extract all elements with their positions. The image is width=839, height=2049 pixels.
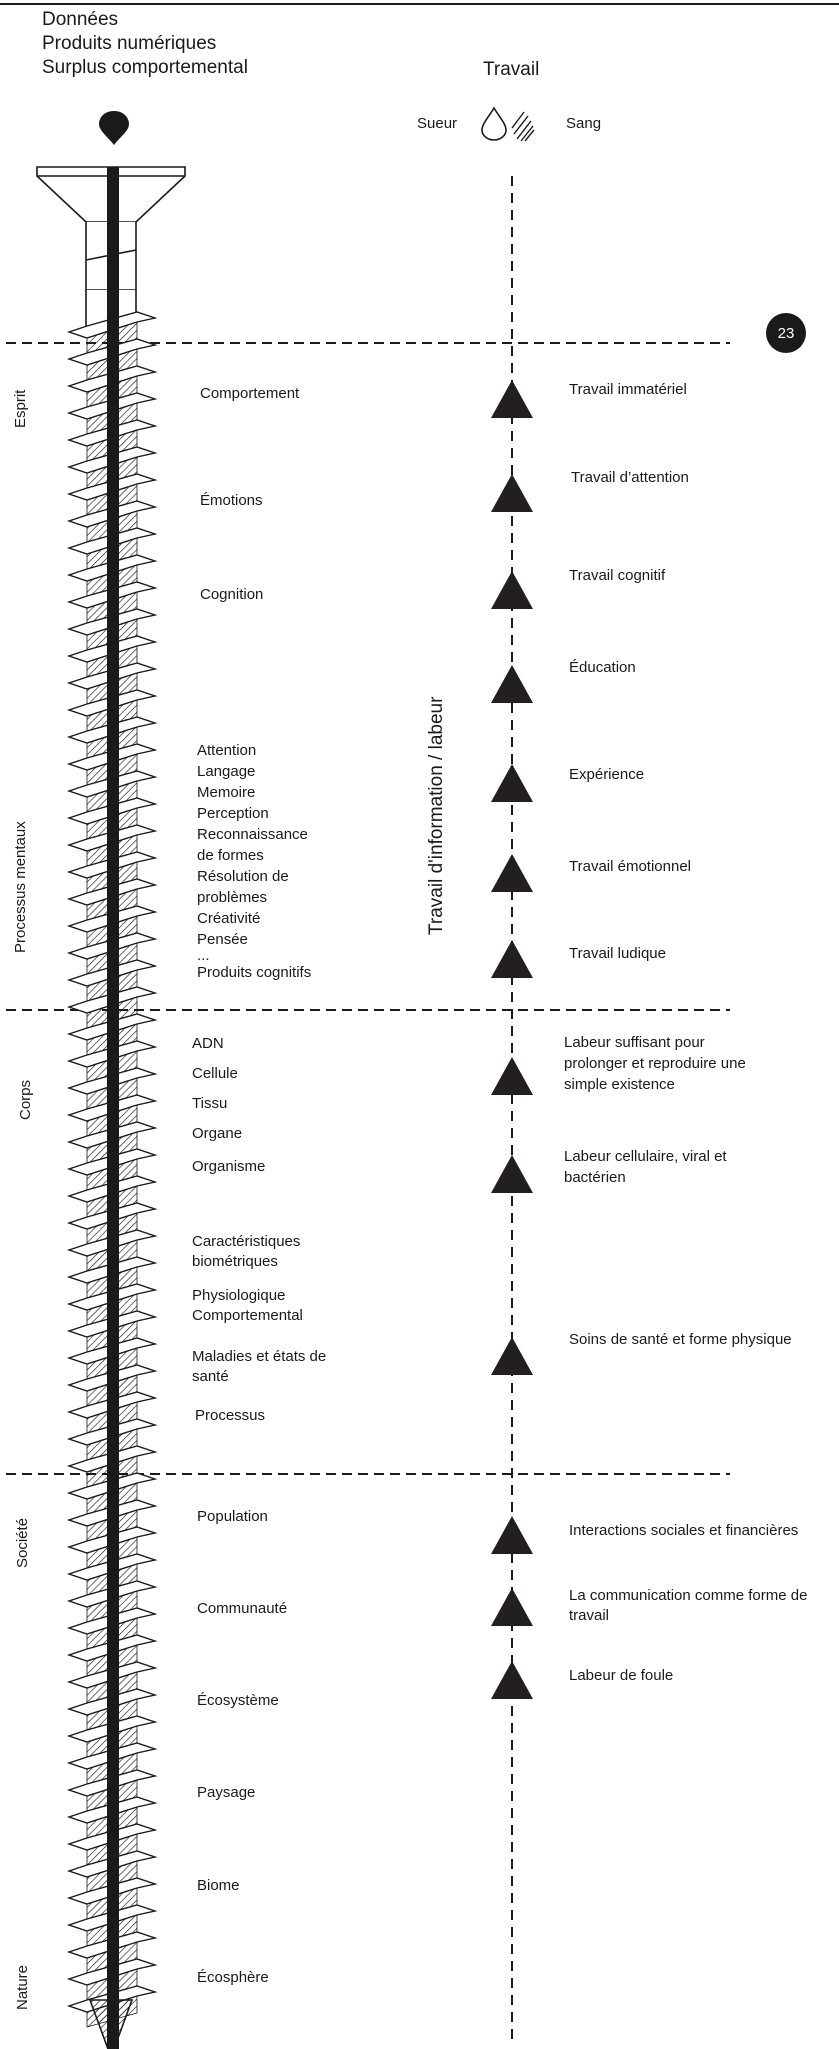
labour-immateriel: Travail immatériel [569,381,687,398]
item-reconnaissance: Reconnaissance [197,826,308,843]
item-biome: Biome [197,1877,240,1894]
item-ecosphere: Écosphère [197,1969,269,1986]
labour-triangle-6 [491,940,533,978]
label-sueur: Sueur [417,115,458,132]
section-societe: Société [14,1517,31,1568]
item-communaute: Communauté [197,1600,288,1617]
page-number-badge: 23 [766,313,806,353]
labour-markers [491,380,533,1699]
labour-cognitif: Travail cognitif [569,567,666,584]
item-ellipsis: ... [197,947,210,964]
drop-icon [481,106,507,141]
item-creativite: Créativité [197,910,261,927]
item-pensee: Pensée [197,931,248,948]
labour-interactions: Interactions sociales et financières [569,1522,799,1539]
section-esprit: Esprit [12,389,29,428]
labour-emotionnel: Travail émotionnel [569,858,691,875]
item-processus: Processus [195,1407,266,1424]
labour-communication: La communication comme forme de travail [569,1587,808,1624]
header-line-products: Produits numériques [42,32,217,54]
labour-triangle-3 [491,665,533,703]
labour-triangle-1 [491,474,533,512]
item-comportement: Comportement [200,385,300,402]
item-population: Population [197,1508,268,1525]
label-sang: Sang [566,115,602,132]
location-pin-icon [99,111,129,145]
labour-attention: Travail d’attention [571,469,689,486]
item-langage: Langage [197,763,256,780]
item-memoire: Memoire [197,784,256,801]
axis-label: Travail d'information / labeur [426,696,447,935]
item-perception: Perception [197,805,269,822]
processus-list: Attention Langage Memoire Perception Rec… [197,740,311,983]
labour-triangle-0 [491,380,533,418]
header-travail: Travail [483,59,540,80]
item-paysage: Paysage [197,1784,256,1801]
header-line-surplus: Surplus comportemental [42,56,248,78]
item-cellule: Cellule [192,1065,238,1082]
section-processus: Processus mentaux [12,821,29,953]
labour-sante: Soins de santé et forme physique [569,1331,792,1348]
labour-triangle-11 [491,1588,533,1626]
item-produits-cognitifs: Produits cognitifs [197,964,312,981]
labour-triangle-9 [491,1337,533,1375]
item-de-formes: de formes [197,847,264,864]
labour-ludique: Travail ludique [569,945,666,962]
item-ecosysteme: Écosystème [197,1692,279,1709]
header-line-data: Données [42,9,119,30]
labour-experience: Expérience [569,766,645,783]
item-organisme: Organisme [192,1158,266,1175]
item-biometriques: Caractéristiques biométriques [192,1233,301,1270]
item-problemes: problèmes [197,889,268,906]
item-physiologique: Physiologique Comportemental [192,1287,303,1324]
screw-shaft [107,167,119,2049]
section-corps: Corps [17,1079,34,1120]
item-maladies: Maladies et états de santé [192,1348,327,1385]
item-attention: Attention [197,742,257,759]
labour-triangle-12 [491,1661,533,1699]
item-tissu: Tissu [192,1095,228,1112]
labour-suffisant: Labeur suffisant pour prolonger et repro… [564,1034,746,1093]
labour-triangle-2 [491,571,533,609]
item-adn: ADN [192,1035,224,1052]
item-cognition: Cognition [200,586,264,603]
item-resolution: Résolution de [197,868,289,885]
item-organe: Organe [192,1125,243,1142]
labour-triangle-5 [491,854,533,892]
section-nature: Nature [14,1964,31,2010]
labour-triangle-4 [491,764,533,802]
labour-education: Éducation [569,659,636,676]
labour-triangle-8 [491,1155,533,1193]
labour-foule: Labeur de foule [569,1667,674,1684]
item-emotions: Émotions [200,492,263,509]
labour-triangle-7 [491,1057,533,1095]
hatch-icon [511,111,535,142]
labour-cellulaire: Labeur cellulaire, viral et bactérien [564,1148,727,1186]
labour-triangle-10 [491,1516,533,1554]
